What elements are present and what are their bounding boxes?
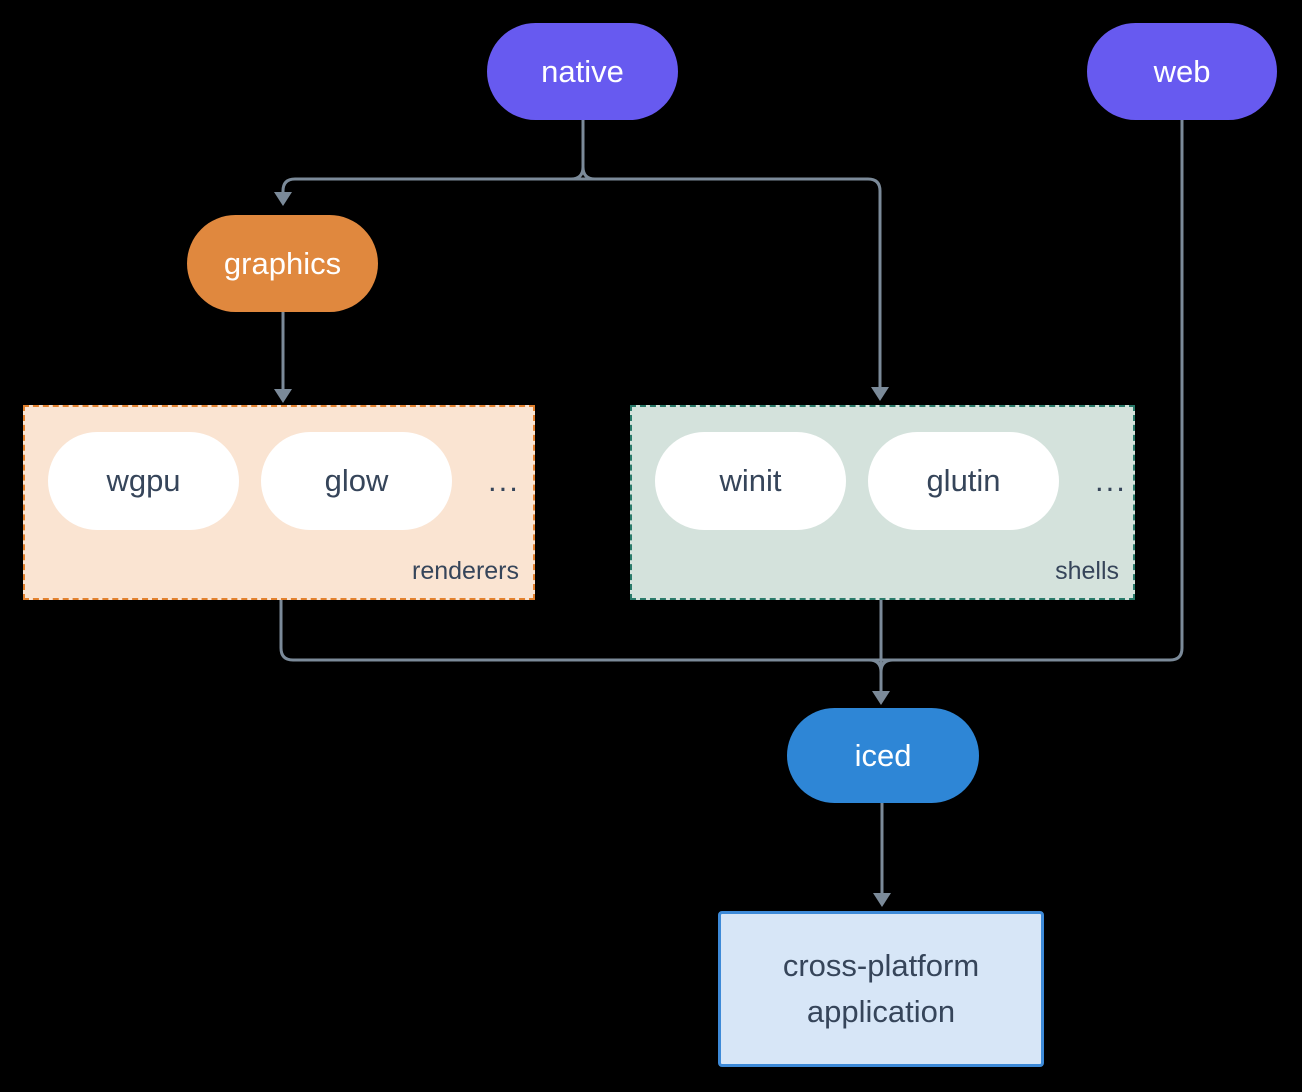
application-label-line2: application xyxy=(806,994,956,1029)
node-web-label: web xyxy=(1153,53,1211,89)
node-glutin-label: glutin xyxy=(926,463,1001,498)
node-cross-platform-application: cross-platform application xyxy=(718,911,1044,1067)
node-native-label: native xyxy=(541,53,624,89)
node-iced: iced xyxy=(787,708,979,803)
arrowhead-iced xyxy=(872,691,890,705)
application-label-line1: cross-platform xyxy=(782,948,980,983)
node-winit: winit xyxy=(655,432,846,530)
renderers-pill-row: wgpu glow ... xyxy=(25,407,533,530)
edge-renderers-merge xyxy=(279,600,883,673)
edge-native-shells xyxy=(581,166,882,387)
node-glow-label: glow xyxy=(324,463,389,498)
node-graphics: graphics xyxy=(187,215,378,312)
shells-group-label: shells xyxy=(1055,557,1119,585)
shells-ellipsis: ... xyxy=(1095,463,1127,498)
node-wgpu: wgpu xyxy=(48,432,239,530)
shells-pill-row: winit glutin ... xyxy=(632,407,1133,530)
arrowhead-shells xyxy=(871,387,889,401)
arrowhead-renderers xyxy=(274,389,292,403)
renderers-ellipsis: ... xyxy=(488,463,520,498)
node-wgpu-label: wgpu xyxy=(106,463,181,498)
group-shells: winit glutin ... shells xyxy=(630,405,1135,600)
arrowhead-graphics xyxy=(274,192,292,206)
node-native: native xyxy=(487,23,678,120)
node-web: web xyxy=(1087,23,1277,120)
renderers-group-label: renderers xyxy=(412,557,519,585)
edge-native-graphics xyxy=(281,119,585,193)
node-glutin: glutin xyxy=(868,432,1059,530)
node-winit-label: winit xyxy=(719,463,782,498)
node-iced-label: iced xyxy=(854,737,912,773)
node-glow: glow xyxy=(261,432,452,530)
arrowhead-application xyxy=(873,893,891,907)
group-renderers: wgpu glow ... renderers xyxy=(23,405,535,600)
node-graphics-label: graphics xyxy=(223,245,342,281)
